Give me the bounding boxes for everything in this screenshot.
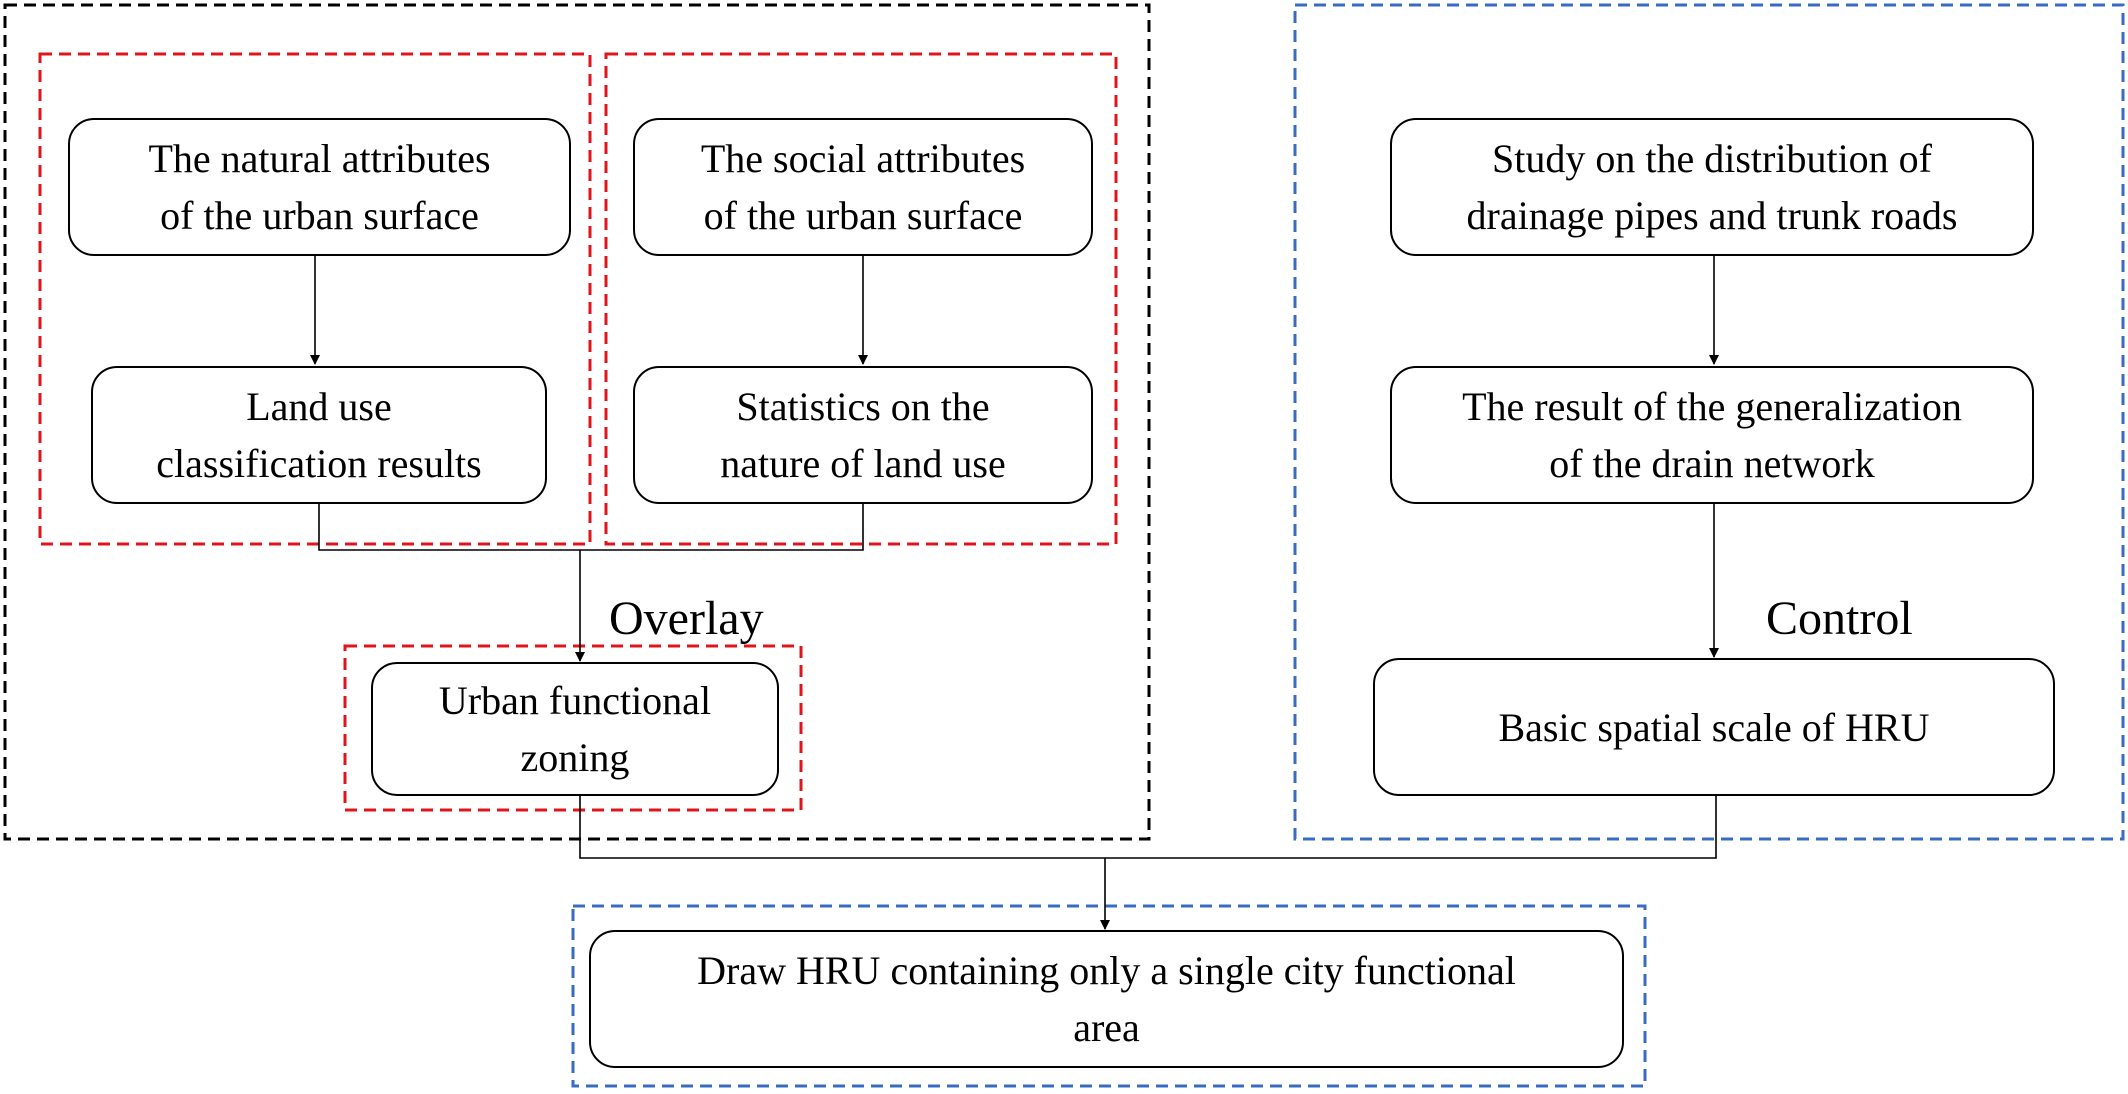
connector-merge-to-zoning (318, 504, 864, 551)
group-zoning-frame (343, 644, 803, 812)
node-drainage-study: Study on the distribution of drainage pi… (1390, 118, 2034, 256)
group-result-frame (571, 904, 1647, 1088)
group-right-outer-frame (1293, 3, 2125, 841)
node-land-use-classification: Land use classification results (91, 366, 547, 504)
node-social-attributes: The social attributes of the urban surfa… (633, 118, 1093, 256)
node-draw-hru: Draw HRU containing only a single city f… (589, 930, 1624, 1068)
edge-label-control: Control (1766, 592, 1913, 645)
node-land-use-statistics: Statistics on the nature of land use (633, 366, 1093, 504)
group-natural-frame (38, 52, 592, 546)
node-hru-spatial-scale: Basic spatial scale of HRU (1373, 658, 2055, 796)
group-left-outer-frame (3, 3, 1151, 841)
connector-merge-to-result (579, 796, 1717, 859)
node-drain-network-generalization: The result of the generalization of the … (1390, 366, 2034, 504)
group-social-frame (604, 52, 1118, 546)
node-urban-functional-zoning: Urban functional zoning (371, 662, 779, 796)
edge-label-overlay: Overlay (609, 592, 764, 645)
node-natural-attributes: The natural attributes of the urban surf… (68, 118, 571, 256)
